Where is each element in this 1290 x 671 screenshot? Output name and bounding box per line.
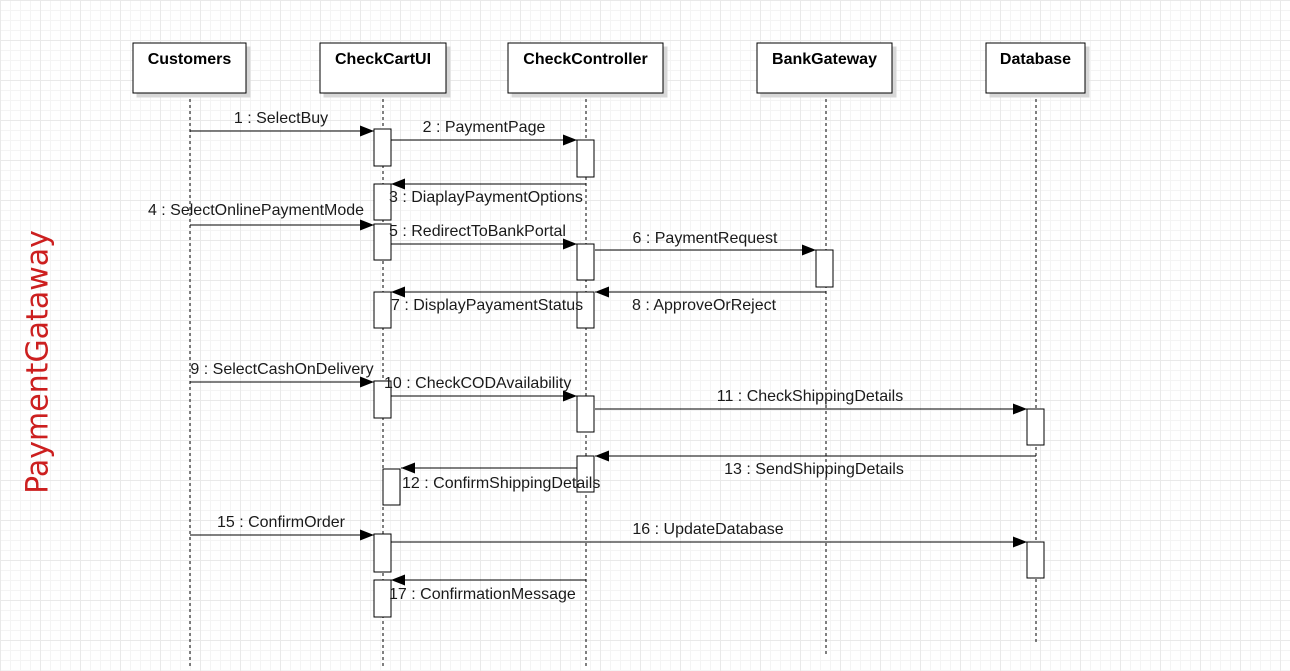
participant-checkcontroller[interactable]: CheckController — [507, 42, 664, 94]
message-label: 3 : DiaplayPaymentOptions — [389, 189, 583, 206]
message-label: 10 : CheckCODAvailability — [384, 375, 571, 392]
message-16[interactable] — [391, 574, 586, 586]
message-2[interactable] — [391, 134, 577, 146]
message-11[interactable] — [595, 403, 1027, 415]
message-7[interactable] — [391, 286, 577, 298]
arrowhead — [360, 376, 374, 388]
message-15[interactable] — [391, 536, 1027, 548]
message-9[interactable] — [190, 376, 374, 388]
arrowhead — [563, 390, 577, 402]
arrowhead — [1013, 536, 1027, 548]
participant-bankgateway[interactable]: BankGateway — [756, 42, 893, 94]
arrowhead — [563, 134, 577, 146]
arrowhead — [595, 450, 609, 462]
message-label: 15 : ConfirmOrder — [217, 514, 346, 531]
activation-bar-checkcartui — [373, 128, 392, 167]
activation-bar-bankgateway — [815, 249, 834, 288]
participant-box[interactable] — [756, 42, 893, 94]
activation-bar-checkcartui — [373, 579, 392, 618]
activation-bar-database — [1026, 408, 1045, 446]
activation-bar-checkcartui — [373, 223, 392, 261]
message-10[interactable] — [391, 390, 577, 402]
activation-bar-checkcontroller — [576, 139, 595, 178]
participant-label: BankGateway — [772, 51, 877, 68]
message-4[interactable] — [190, 219, 374, 231]
message-label: 17 : ConfirmationMessage — [389, 586, 576, 603]
participant-box[interactable] — [132, 42, 247, 94]
arrowhead — [802, 244, 816, 256]
message-label: 11 : CheckShippingDetails — [717, 388, 903, 405]
participant-database[interactable]: Database — [985, 42, 1086, 94]
participant-label: Customers — [148, 51, 232, 68]
participant-label: CheckController — [523, 51, 647, 68]
message-6[interactable] — [595, 244, 816, 256]
arrowhead — [391, 574, 405, 586]
participant-box[interactable] — [985, 42, 1086, 94]
participant-label: Database — [1000, 51, 1071, 68]
message-8[interactable] — [595, 286, 826, 298]
participant-customers[interactable]: Customers — [132, 42, 247, 94]
arrowhead — [1013, 403, 1027, 415]
arrowhead — [595, 286, 609, 298]
arrowhead — [563, 238, 577, 250]
message-label: 1 : SelectBuy — [234, 110, 328, 127]
activation-bar-checkcontroller — [576, 243, 595, 281]
activation-bar-checkcontroller — [576, 291, 595, 329]
message-14[interactable] — [190, 529, 374, 541]
message-label: 12 : ConfirmShippingDetails — [402, 475, 600, 492]
message-label: 6 : PaymentRequest — [633, 230, 779, 247]
arrowhead — [360, 219, 374, 231]
activation-bar-checkcartui — [382, 468, 401, 506]
message-1[interactable] — [190, 125, 374, 137]
activation-bar-checkcartui — [373, 380, 392, 419]
participant-box[interactable] — [319, 42, 447, 94]
arrowhead — [360, 529, 374, 541]
arrowhead — [391, 178, 405, 190]
message-12[interactable] — [401, 462, 577, 474]
activation-bar-checkcartui — [373, 183, 392, 221]
message-3[interactable] — [391, 178, 586, 190]
message-5[interactable] — [391, 238, 577, 250]
arrowhead — [401, 462, 415, 474]
message-label: 2 : PaymentPage — [423, 119, 546, 136]
message-label: 4 : SelectOnlinePaymentMode — [148, 202, 364, 219]
arrowhead — [391, 286, 405, 298]
participant-label: CheckCartUI — [335, 51, 431, 68]
activation-bar-checkcartui — [373, 291, 392, 329]
activation-bar-checkcartui — [373, 533, 392, 573]
message-label: 5 : RedirectToBankPortal — [389, 223, 566, 240]
activation-bar-checkcontroller — [576, 395, 595, 433]
message-13[interactable] — [595, 450, 1036, 462]
participant-box[interactable] — [507, 42, 664, 94]
message-label: 7 : DisplayPayamentStatus — [391, 297, 583, 314]
participant-checkcartui[interactable]: CheckCartUI — [319, 42, 447, 94]
activation-bar-checkcontroller — [576, 455, 595, 493]
message-label: 16 : UpdateDatabase — [632, 521, 783, 538]
activation-bar-database — [1026, 541, 1045, 579]
message-label: 9 : SelectCashOnDelivery — [190, 361, 373, 378]
message-label: 13 : SendShippingDetails — [724, 461, 904, 478]
message-label: 8 : ApproveOrReject — [632, 297, 777, 314]
arrowhead — [360, 125, 374, 137]
